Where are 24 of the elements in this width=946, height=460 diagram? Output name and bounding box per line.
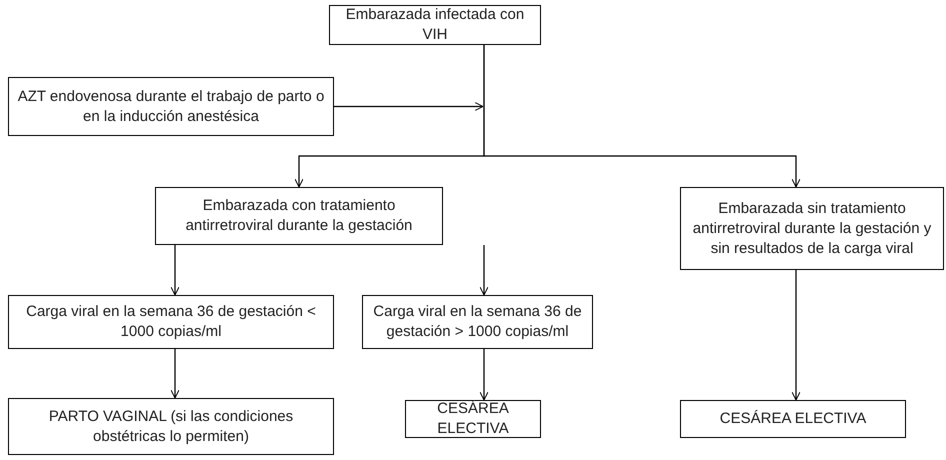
arrow (334, 102, 484, 111)
arrow (170, 349, 180, 398)
box-text: Embarazada infectada con VIH (344, 5, 526, 45)
process-box (680, 187, 944, 270)
arrow (483, 45, 800, 188)
box-text: PARTO VAGINAL (si las condiciones obstétricas lo permiten) (48, 406, 294, 446)
process-box (8, 295, 334, 349)
box-text: Carga viral en la semana 36 de gestación < 1000 copias/ml (25, 302, 317, 342)
process-box (405, 400, 541, 438)
arrow (480, 245, 488, 296)
arrow (170, 245, 180, 296)
arrow (792, 270, 800, 400)
box-text: Carga viral en la semana 36 de gestación > 1000 copias/ml (372, 302, 583, 342)
box-text: CESÁREA ELECTIVA (436, 399, 510, 439)
box-text: AZT endovenosa durante el trabajo de parto o en la inducción anestésica (16, 86, 326, 126)
arrow (480, 349, 488, 400)
process-box (680, 400, 906, 438)
process-box (362, 295, 593, 349)
box-text: Embarazada con tratamiento antirretroviral durante la gestación (184, 196, 414, 236)
process-box (8, 398, 334, 455)
box-text: CESÁREA ELECTIVA (718, 409, 868, 429)
process-box (8, 77, 334, 136)
process-box (155, 187, 443, 245)
box-text: Embarazada sin tratamiento antirretroviral durante la gestación y sin resultados de la carga viral (692, 198, 932, 258)
